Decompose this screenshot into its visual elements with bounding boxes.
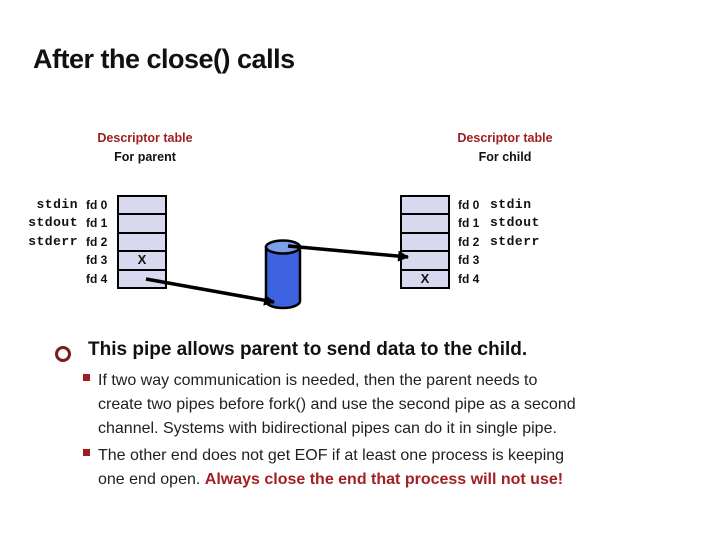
child-stream-labels: stdin stdout stderr: [490, 196, 554, 288]
parent-stream-labels: stdin stdout stderr: [14, 196, 78, 288]
child-stdin-label: stdin: [490, 197, 532, 212]
child-header-line1: Descriptor table: [457, 131, 553, 145]
pipe-to-child-arrow: [287, 244, 410, 262]
circle-bullet-icon: [55, 346, 71, 362]
square-bullet-icon: [83, 449, 90, 456]
child-fd1-cell: [402, 213, 448, 231]
parent-stdout-label: stdout: [28, 215, 78, 231]
parent-fd-labels: fd 0 fd 1 fd 2 fd 3 fd 4: [86, 196, 114, 288]
child-fd3-label: fd 3: [458, 253, 480, 268]
child-fd4-closed-cell: X: [402, 268, 448, 287]
child-fd-labels: fd 0 fd 1 fd 2 fd 3 fd 4: [458, 196, 486, 288]
child-stderr-label: stderr: [490, 233, 540, 249]
parent-fd3-closed-cell: X: [119, 250, 165, 268]
parent-table-header: Descriptor table For parent: [80, 129, 210, 167]
child-fd1-label: fd 1: [458, 216, 480, 231]
pipe-diagram: [145, 239, 410, 310]
pipe-cylinder: [264, 239, 302, 310]
child-fd2-label: fd 2: [458, 234, 480, 249]
parent-fd1-label: fd 1: [86, 216, 108, 231]
parent-fd2-cell: [119, 231, 165, 250]
sub-bullet-2-warning: Always close the end that process will n…: [204, 471, 564, 488]
parent-to-pipe-arrow: [145, 277, 276, 306]
child-fd-table: X: [400, 195, 450, 289]
child-fd0-label: fd 0: [458, 198, 480, 212]
main-bullet-text: This pipe allows parent to send data to …: [88, 339, 528, 360]
parent-fd4-label: fd 4: [86, 271, 108, 286]
child-header-line2: For child: [478, 150, 532, 164]
parent-fd1-cell: [119, 213, 165, 231]
parent-fd4-cell: [119, 268, 165, 287]
parent-header-line1: Descriptor table: [97, 131, 193, 145]
sub-bullet-1-text: If two way communication is needed, then…: [98, 372, 576, 437]
slide-title: After the close() calls: [33, 44, 295, 74]
parent-fd2-label: fd 2: [86, 234, 108, 249]
child-stdout-label: stdout: [490, 215, 540, 231]
sub-bullet-2-plain: The other end does not get EOF if at lea…: [98, 447, 565, 488]
parent-fd0-label: fd 0: [86, 198, 108, 212]
child-fd4-label: fd 4: [458, 271, 480, 286]
sub-bullet-2-text: The other end does not get EOF if at lea…: [98, 444, 698, 492]
parent-stderr-label: stderr: [28, 233, 78, 249]
child-fd2-cell: [402, 231, 448, 250]
square-bullet-icon: [83, 374, 90, 381]
parent-stdin-label: stdin: [36, 197, 78, 212]
parent-fd-table: X: [117, 195, 167, 289]
child-fd3-cell: [402, 250, 448, 268]
child-table-header: Descriptor table For child: [440, 129, 570, 167]
parent-fd3-label: fd 3: [86, 253, 108, 268]
parent-header-line2: For parent: [114, 150, 176, 164]
